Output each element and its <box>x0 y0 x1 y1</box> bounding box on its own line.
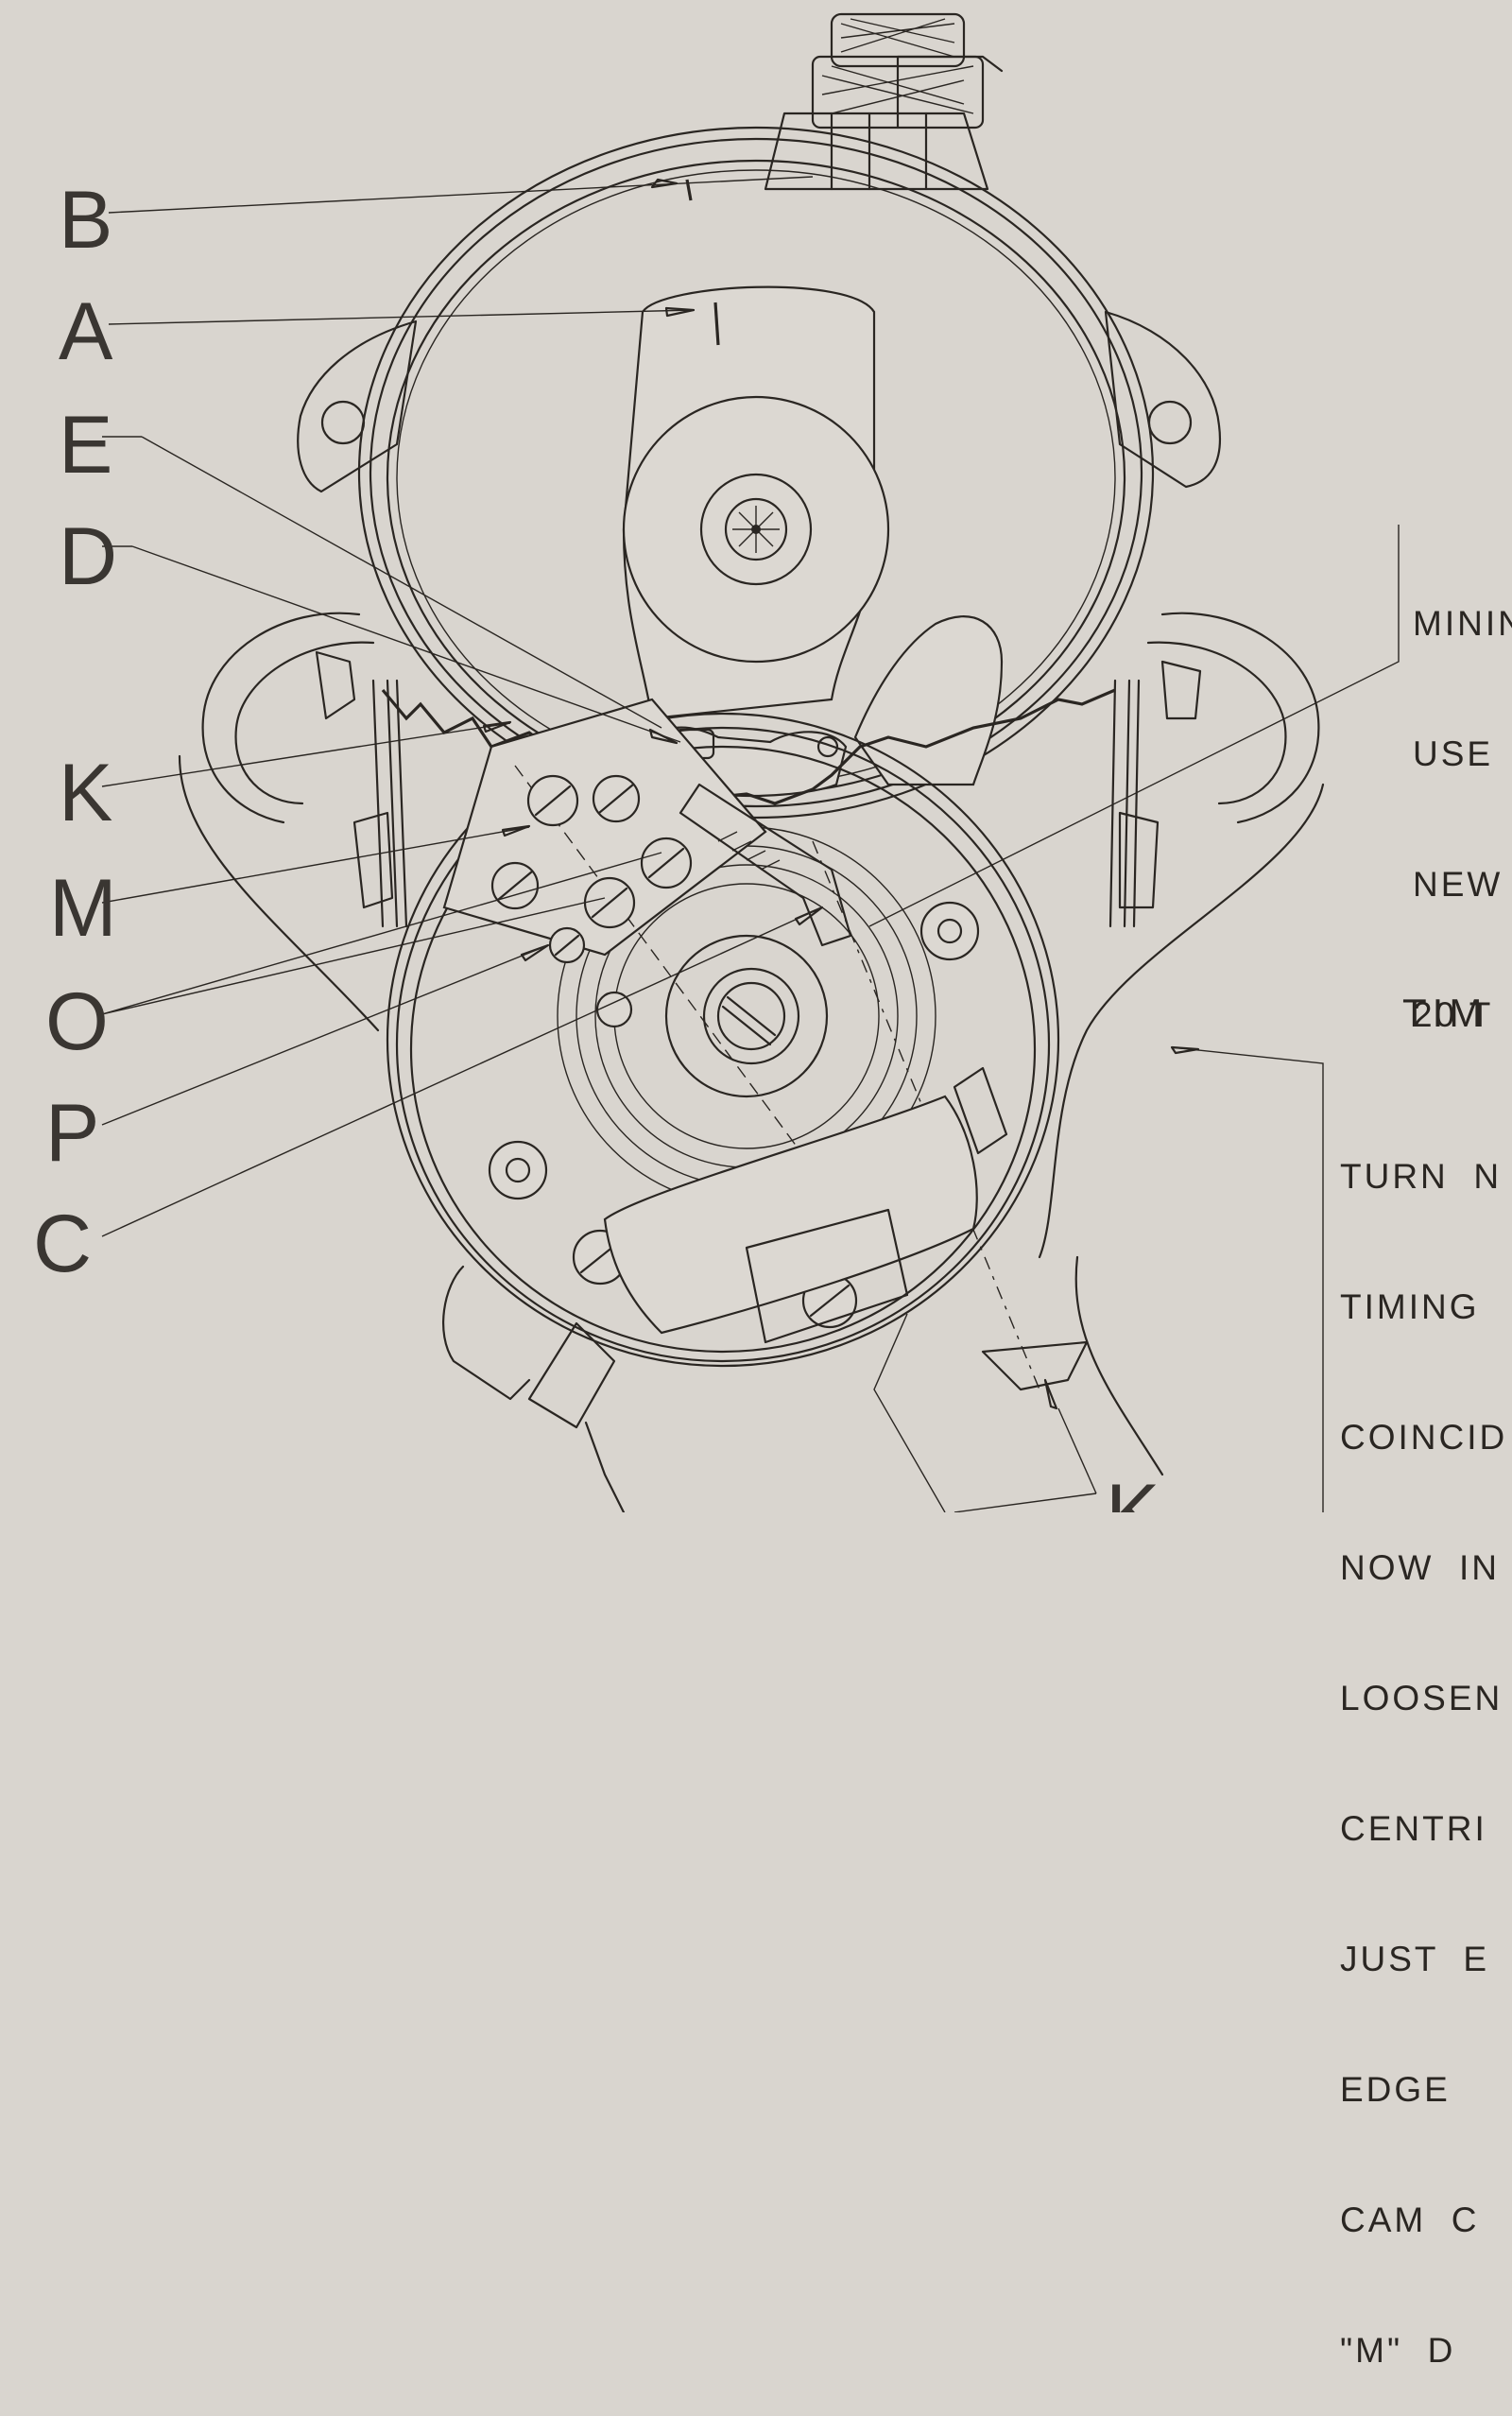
callout-e: E <box>59 400 112 491</box>
side-clips <box>315 650 1202 928</box>
callout-k-bottom: K <box>1106 1468 1160 1512</box>
callout-b: B <box>59 175 112 266</box>
note-bottom-line: EDGE <box>1340 2070 1464 2109</box>
callout-p: P <box>45 1088 99 1179</box>
callout-letters: B A E D K M O P C K <box>33 175 1160 1512</box>
housing-outline <box>178 310 1325 1476</box>
rotor-arm <box>622 179 1004 798</box>
note-top-line: USE <box>1413 734 1506 773</box>
note-bottom-right: TURN N TIMING COINCID NOW IN LOOSEN CENT… <box>1340 1068 1512 2416</box>
callout-m: M <box>49 863 117 954</box>
note-bottom-line: NOW IN <box>1340 1548 1500 1587</box>
callout-k: K <box>59 748 112 838</box>
leader-lines <box>101 176 1400 1512</box>
note-top-line: NEW <box>1413 865 1503 904</box>
note-bottom-line: TURN N <box>1340 1157 1503 1196</box>
callout-o: O <box>45 976 109 1067</box>
note-top-right: MININ USE NEW 20 T <box>1413 515 1512 1080</box>
note-bottom-line: "M" D <box>1340 2331 1456 2370</box>
note-bottom-line: CENTRI <box>1340 1809 1487 1848</box>
note-top-line: MININ <box>1413 604 1512 643</box>
callout-d: D <box>59 511 117 602</box>
note-bottom-line: JUST E <box>1340 1940 1490 1978</box>
distributor-technical-drawing: B A E D K M O P C K <box>33 12 1400 1512</box>
callout-c: C <box>33 1199 92 1289</box>
note-bottom-line: TIMING <box>1340 1287 1492 1326</box>
breaker-plate-housing <box>386 698 1089 1512</box>
note-bottom-line: CAM C <box>1340 2200 1480 2239</box>
callout-a: A <box>59 286 113 377</box>
timing-heading: TIM <box>1402 991 1488 1035</box>
note-bottom-line: LOOSEN <box>1340 1679 1503 1717</box>
note-bottom-line: COINCID <box>1340 1418 1508 1457</box>
note-top-line: 20 T <box>1413 995 1494 1034</box>
